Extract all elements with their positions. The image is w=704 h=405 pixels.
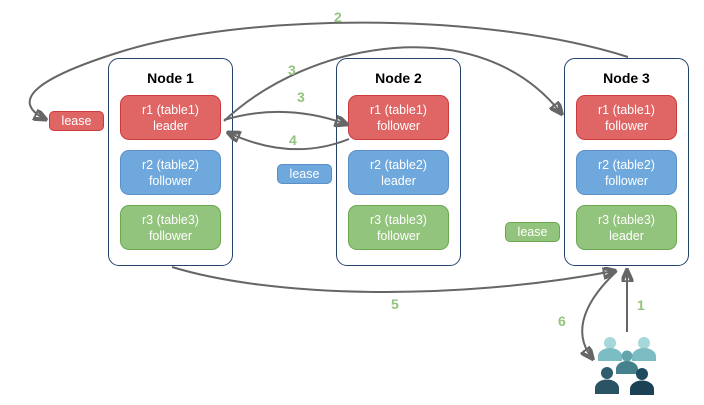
lease-chip-table3: lease [505,222,560,242]
step-label-6: 6 [558,313,566,329]
replica-role: leader [381,173,416,188]
step-label-2: 2 [334,9,342,25]
step-label-3b: 3 [297,89,305,105]
lease-chip-table2: lease [277,164,332,184]
node-3-replica-r2: r2 (table2) follower [576,150,677,195]
replica-role: leader [153,118,188,133]
replica-name: r3 (table3) [370,212,427,227]
node-2-replica-r2: r2 (table2) leader [348,150,449,195]
node-1-replica-r2: r2 (table2) follower [120,150,221,195]
step-label-5: 5 [391,296,399,312]
replica-role: follower [604,173,649,188]
replica-role: follower [604,118,649,133]
arrow-5-node1-to-node3 [171,267,614,293]
node-3-replica-r3: r3 (table3) leader [576,205,677,250]
node-3-replica-r1: r1 (table1) follower [576,95,677,140]
node-3: Node 3 r1 (table1) follower r2 (table2) … [564,58,689,266]
node-3-title: Node 3 [603,70,650,86]
node-1: Node 1 r1 (table1) leader r2 (table2) fo… [108,58,233,266]
node-2-title: Node 2 [375,70,422,86]
replica-name: r1 (table1) [370,102,427,117]
replica-name: r1 (table1) [598,102,655,117]
node-2-replica-r1: r1 (table1) follower [348,95,449,140]
replica-name: r1 (table1) [142,102,199,117]
people-group-icon [595,337,656,395]
replica-role: follower [148,228,193,243]
replica-role: leader [609,228,644,243]
arrow-3-node1-to-node2 [223,110,346,124]
step-label-1: 1 [637,297,645,313]
node-1-replica-r1: r1 (table1) leader [120,95,221,140]
step-label-4: 4 [289,132,297,148]
lease-chip-table1: lease [49,111,104,131]
node-2: Node 2 r1 (table1) follower r2 (table2) … [336,58,461,266]
replica-name: r3 (table3) [142,212,199,227]
replica-name: r2 (table2) [142,157,199,172]
replica-name: r3 (table3) [598,212,655,227]
replica-role: follower [376,118,421,133]
node-2-replica-r3: r3 (table3) follower [348,205,449,250]
replica-name: r2 (table2) [370,157,427,172]
replica-role: follower [148,173,193,188]
node-1-title: Node 1 [147,70,194,86]
node-1-replica-r3: r3 (table3) follower [120,205,221,250]
step-label-3a: 3 [288,62,296,78]
replica-name: r2 (table2) [598,157,655,172]
replica-role: follower [376,228,421,243]
